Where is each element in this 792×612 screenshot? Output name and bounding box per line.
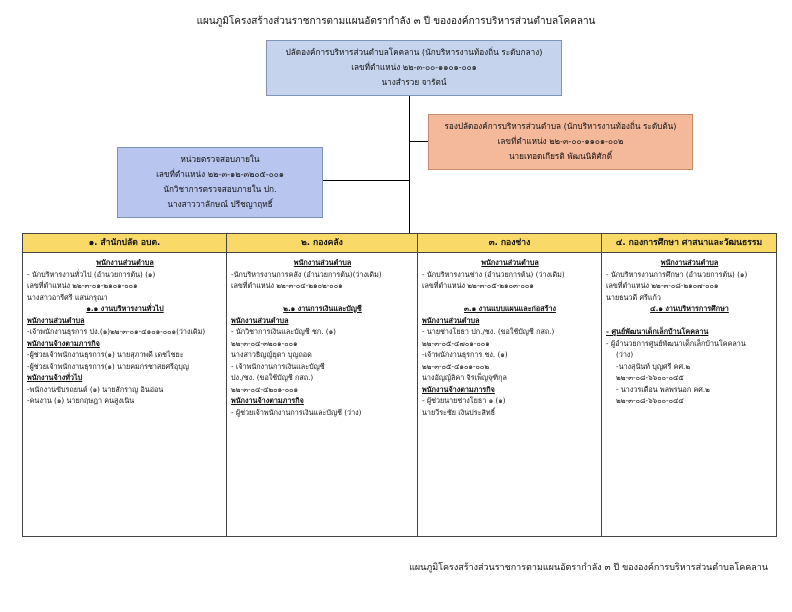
department-column-office: ๑. สำนักปลัด อบต. พนักงานส่วนตำบล - นักบร… bbox=[23, 234, 227, 536]
deputy-position-number: เลขที่ตำแหน่ง ๒๒-๓-๐๐-๑๑๐๑-๐๐๒ bbox=[497, 136, 624, 146]
department-column-finance: ๒. กองคลัง พนักงานส่วนตำบล -นักบริหารงานก… bbox=[227, 234, 418, 536]
position-line: - นักบริหารงานการศึกษา (อำนวยการต้น) (๑) bbox=[606, 269, 748, 279]
position-line: -เจ้าพนักงานธุรการ ปง.(๑)๒๒-๓-๐๑-๔๑๐๑-๐๐… bbox=[27, 327, 206, 336]
section-heading: ๒.๑ งานการเงินและบัญชี bbox=[283, 304, 362, 313]
position-line: ๒๒-๓-๐๔-๔๒๐๑-๐๐๑ bbox=[231, 384, 299, 394]
audit-name: นางสาววาลักษณ์ ปรีชญาฤทธิ์ bbox=[167, 199, 273, 209]
position-line: - ผู้ช่วยเจ้าพนักงานการเงินและบัญชี (ว่า… bbox=[231, 407, 362, 417]
position-line: - นางวรเดือน พลพรนอก คศ.๒ bbox=[616, 384, 710, 394]
position-line: -เจ้าพนักงานธุรการ ชง. (๑) bbox=[422, 350, 508, 359]
section-heading: พนักงานส่วนตำบล bbox=[660, 258, 719, 267]
position-line: - นักวิชาการเงินและบัญชี ชก. (๑) bbox=[231, 327, 336, 336]
section-heading: - ศูนย์พัฒนาเด็กเล็กบ้านโคคลาน bbox=[606, 327, 709, 336]
position-line bbox=[606, 315, 773, 327]
position-line: ๒๒-๓-๐๘-๖๖๐๐-๐๔๕ bbox=[616, 373, 684, 382]
deputy-administrator-box: รองปลัดองค์การบริหารส่วนตำบล (นักบริหารง… bbox=[428, 114, 693, 170]
department-body: พนักงานส่วนตำบล - นักบริหารงานช่าง (อำนวย… bbox=[418, 253, 601, 418]
position-line: เลขที่ตำแหน่ง ๒๒-๓-๐๘-๒๑๐๗-๐๐๑ bbox=[606, 281, 719, 290]
section-heading: พนักงานจ้างตามภารกิจ bbox=[422, 384, 495, 394]
chief-position: ปลัดองค์การบริหารส่วนตำบลโคคลาน (นักบริห… bbox=[285, 47, 543, 57]
position-line: - นักบริหารงานช่าง (อำนวยการต้น) (ว่างเด… bbox=[422, 269, 565, 279]
section-heading: พนักงานส่วนตำบล bbox=[481, 258, 539, 267]
section-heading: พนักงานจ้างตามภารกิจ bbox=[27, 338, 100, 348]
position-line: -ผู้ช่วยเจ้าพนักงานธุรการ(๑) นายสุภาพดี … bbox=[27, 350, 184, 359]
chart-title: แผนภูมิโครงสร้างส่วนราชการตามแผนอัตรากำล… bbox=[196, 16, 596, 27]
section-heading: พนักงานส่วนตำบล bbox=[422, 315, 480, 325]
position-line: ๒๒-๓-๐๘-๖๖๐๐-๐๔๔ bbox=[616, 396, 684, 405]
position-line: (ว่าง) bbox=[616, 350, 634, 359]
position-line: - ผู้อำนวยการศูนย์พัฒนาเด็กเล็กบ้านโคคลา… bbox=[606, 338, 746, 348]
internal-audit-box: หน่วยตรวจสอบภายใน เลขที่ตำแหน่ง ๒๒-๓-๑๒-… bbox=[117, 147, 323, 218]
chief-position-number: เลขที่ตำแหน่ง ๒๒-๓-๐๐-๑๑๐๑-๐๐๑ bbox=[351, 62, 477, 72]
position-line: -นางสุนันท์ บุญศรี คศ.๒ bbox=[616, 361, 691, 371]
position-line bbox=[231, 292, 414, 304]
position-line: - นายช่างโยธา ปก./ชง. (ขอใช้บัญชี กสถ.) bbox=[422, 327, 555, 336]
audit-connector bbox=[323, 180, 409, 181]
position-line: - ผู้ช่วยนายช่างโยธา ๑ (๑) bbox=[422, 396, 506, 405]
audit-position: นักวิชาการตรวจสอบภายใน ปก. bbox=[163, 184, 277, 194]
position-line: ๒๒-๓-๐๕-๔๑๐๑-๐๐๒ bbox=[422, 361, 490, 371]
section-heading: ๓.๑ งานแบบแผนและก่อสร้าง bbox=[463, 304, 557, 313]
position-line: นางสาวธิญญ์ยุดา บุญถอด bbox=[231, 350, 312, 359]
department-header: ๔. กองการศึกษา ศาสนาและวัฒนธรรม bbox=[602, 234, 776, 253]
position-line: ปง./ชง. (ขอใช้บัญชี กสถ.) bbox=[231, 373, 314, 382]
department-table: ๑. สำนักปลัด อบต. พนักงานส่วนตำบล - นักบร… bbox=[22, 233, 777, 537]
department-body: พนักงานส่วนตำบล -นักบริหารงานการคลัง (อำน… bbox=[227, 253, 417, 418]
chief-administrator-box: ปลัดองค์การบริหารส่วนตำบลโคคลาน (นักบริห… bbox=[266, 40, 562, 96]
deputy-position: รองปลัดองค์การบริหารส่วนตำบล (นักบริหารง… bbox=[444, 121, 677, 131]
position-line: -ผู้ช่วยเจ้าพนักงานธุรการ(๑) นายคมกรชาสย… bbox=[27, 361, 189, 371]
chart-footer: แผนภูมิโครงสร้างส่วนราชการตามแผนอัตรากำล… bbox=[409, 563, 768, 573]
department-column-education: ๔. กองการศึกษา ศาสนาและวัฒนธรรม พนักงานส… bbox=[602, 234, 776, 536]
position-line: - เจ้าพนักงานการเงินและบัญชี bbox=[231, 361, 325, 371]
department-body: พนักงานส่วนตำบล - นักบริหารงานทั่วไป (อำน… bbox=[23, 253, 226, 407]
position-line: เลขที่ตำแหน่ง ๒๒-๓-๐๕-๒๑๐๓-๐๐๑ bbox=[422, 281, 534, 290]
section-heading: พนักงานจ้างทั่วไป bbox=[27, 373, 83, 382]
position-line: - นักบริหารงานทั่วไป (อำนวยการต้น) (๑) bbox=[27, 269, 156, 279]
department-body: พนักงานส่วนตำบล - นักบริหารงานการศึกษา (อ… bbox=[602, 253, 776, 407]
department-column-engineering: ๓. กองช่าง พนักงานส่วนตำบล - นักบริหารงาน… bbox=[418, 234, 602, 536]
section-heading: พนักงานส่วนตำบล bbox=[96, 258, 154, 267]
section-heading: พนักงานส่วนตำบล bbox=[231, 315, 289, 325]
position-line: นางอัญญ์ลิคา จิรเพ็ญจุฑิกุล bbox=[422, 373, 507, 382]
department-header: ๑. สำนักปลัด อบต. bbox=[23, 234, 226, 253]
position-line: เลขที่ตำแหน่ง ๒๒-๓-๐๑-๒๑๐๑-๐๐๑ bbox=[27, 281, 138, 290]
position-line: -พนักงานขับรถยนต์ (๑) นายสักราญ อินอ่อน bbox=[27, 384, 164, 394]
audit-unit-name: หน่วยตรวจสอบภายใน bbox=[180, 154, 260, 164]
position-line: ๒๒-๓-๐๔-๓๒๐๑-๐๐๑ bbox=[231, 338, 298, 348]
position-line: เลขที่ตำแหน่ง ๒๒-๓-๐๔-๒๑๐๒-๐๐๑ bbox=[231, 281, 343, 290]
section-heading: ๔.๑ งานบริหารการศึกษา bbox=[650, 304, 729, 313]
section-heading: ๑.๑ งานบริหารงานทั่วไป bbox=[86, 304, 164, 313]
section-heading: พนักงานส่วนตำบล bbox=[293, 258, 352, 267]
position-line: -คนงาน (๑) นายกฤษฎา คนสูงเนิน bbox=[27, 396, 135, 405]
section-heading: พนักงานส่วนตำบล bbox=[27, 315, 85, 325]
position-line: นายธนวดี ศรีแก้ว bbox=[606, 292, 661, 302]
chief-name: นางสำรวย จารัตน์ bbox=[381, 77, 447, 87]
audit-position-number: เลขที่ตำแหน่ง ๒๒-๓-๑๒-๓๒๐๕-๐๐๑ bbox=[156, 169, 284, 179]
position-line: นายวีระชัย เงินประสิทธิ์ bbox=[422, 407, 495, 417]
department-header: ๓. กองช่าง bbox=[418, 234, 601, 253]
position-line: ๒๒-๓-๐๕-๔๗๐๑-๐๐๑ bbox=[422, 338, 490, 348]
deputy-connector bbox=[409, 141, 428, 142]
trunk-line bbox=[409, 96, 410, 233]
deputy-name: นายเทอดเกียรติ พัฒนนิติศักดิ์ bbox=[508, 151, 613, 161]
position-line: นางสาวอารีศรี แสนกรุณา bbox=[27, 292, 108, 302]
position-line: -นักบริหารงานการคลัง (อำนวยการต้น)(ว่างเ… bbox=[231, 269, 382, 279]
position-line bbox=[422, 292, 598, 304]
department-header: ๒. กองคลัง bbox=[227, 234, 417, 253]
section-heading: พนักงานจ้างตามภารกิจ bbox=[231, 396, 304, 405]
